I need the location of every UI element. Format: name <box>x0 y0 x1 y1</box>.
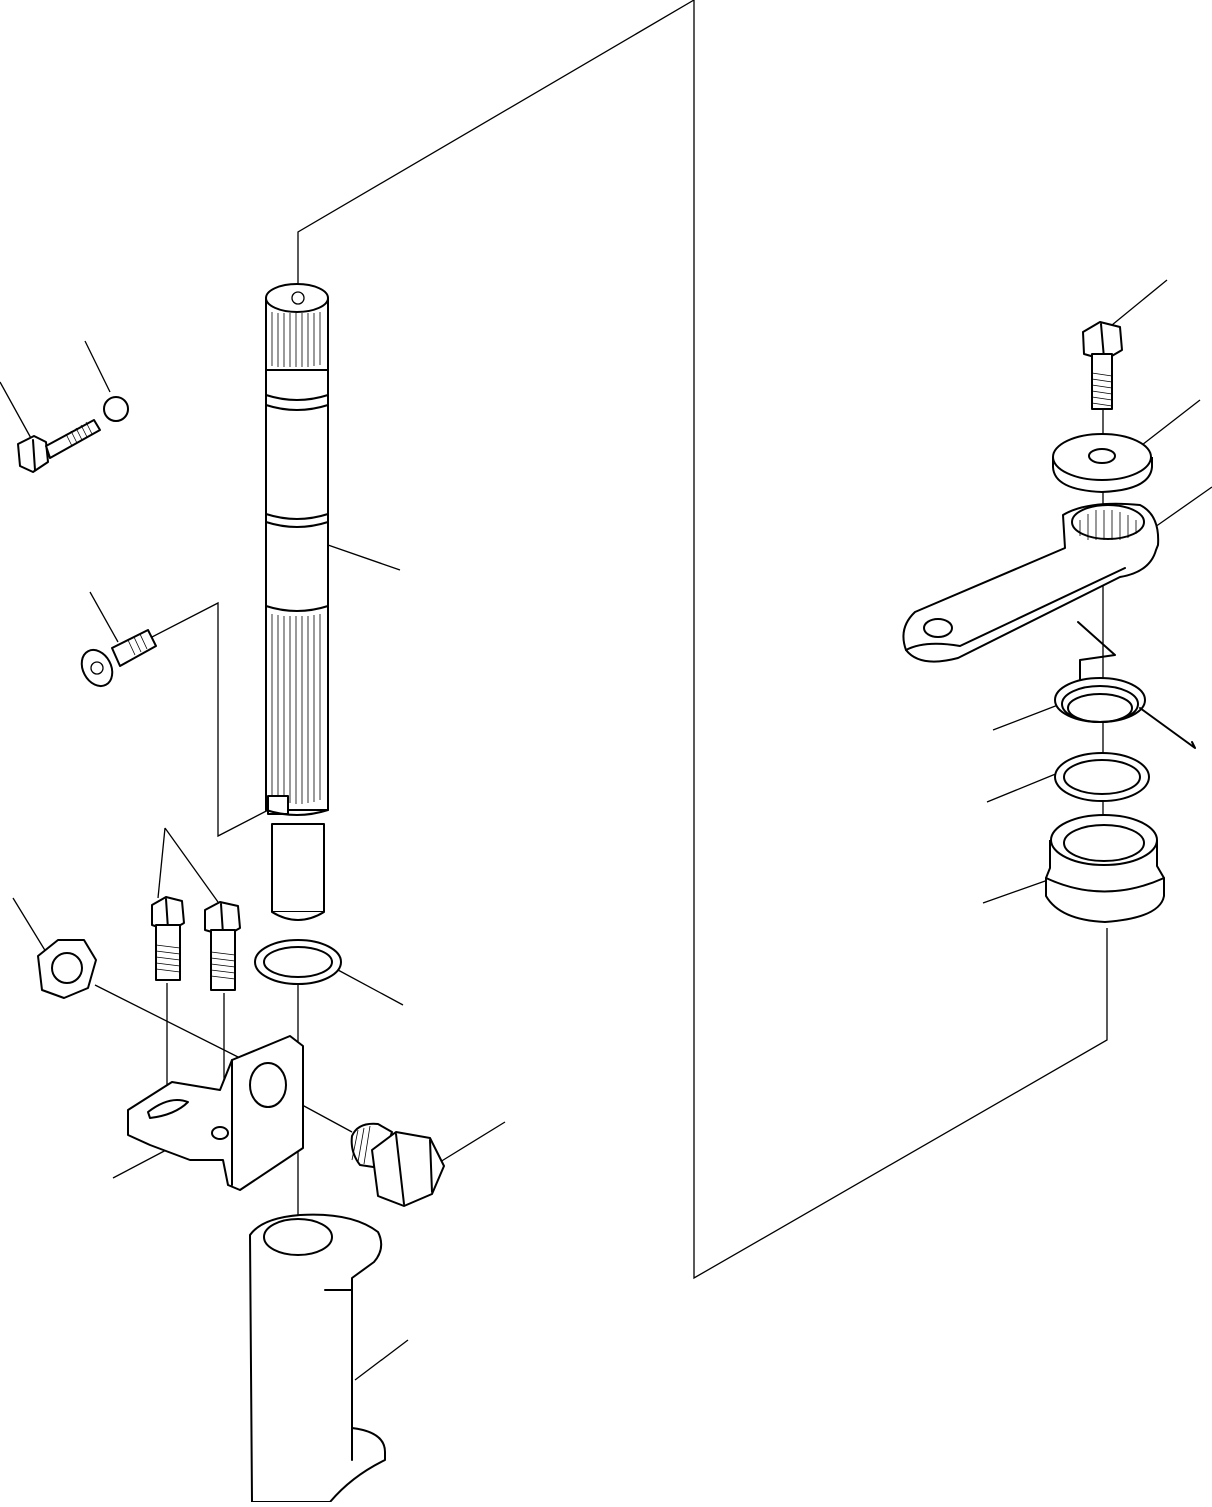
right-hex-bolt <box>1082 321 1123 410</box>
leader-nut <box>12 897 47 953</box>
ball <box>103 396 129 422</box>
socket-head-screw <box>80 629 157 688</box>
leader-ball <box>84 340 111 393</box>
leader-ring <box>986 772 1059 803</box>
leader-spring <box>992 704 1059 731</box>
callout-leaders <box>0 279 1212 1381</box>
thrust-ring <box>1054 752 1150 802</box>
leader-right-bolt <box>1111 279 1168 326</box>
leader-shaft <box>327 544 401 571</box>
leader-housing <box>354 1339 409 1381</box>
bolt-pair <box>151 896 241 991</box>
mounting-bracket <box>127 1035 304 1191</box>
assembly-lines <box>94 0 1108 1280</box>
bracket-bolt-right <box>204 901 241 991</box>
torsion-spring <box>1054 621 1196 749</box>
leader-bolt-pair-a <box>157 827 166 899</box>
leader-oring <box>337 969 404 1006</box>
leader-bushing <box>982 879 1049 904</box>
splined-shaft <box>265 283 329 921</box>
assembly-line-screw-to-shaft <box>151 601 277 838</box>
leader-bolt-large <box>439 1121 506 1163</box>
leader-bracket <box>112 1147 171 1179</box>
hex-nut <box>37 939 97 999</box>
lever-arm <box>902 502 1160 663</box>
leader-socket-screw <box>89 591 119 643</box>
assembly-line-main-frame <box>297 0 1108 1280</box>
leader-bolt-pair-b <box>164 827 219 903</box>
lower-housing <box>249 1213 386 1503</box>
hex-bolt-large <box>350 1122 445 1207</box>
leader-bolt-left <box>0 381 33 441</box>
leader-washer <box>1141 399 1201 446</box>
bushing <box>1045 814 1165 923</box>
washer <box>1052 433 1153 493</box>
o-ring <box>254 939 342 985</box>
bolt-left <box>17 419 101 473</box>
bracket-bolt-left <box>151 896 185 981</box>
leader-lever <box>1154 486 1212 528</box>
